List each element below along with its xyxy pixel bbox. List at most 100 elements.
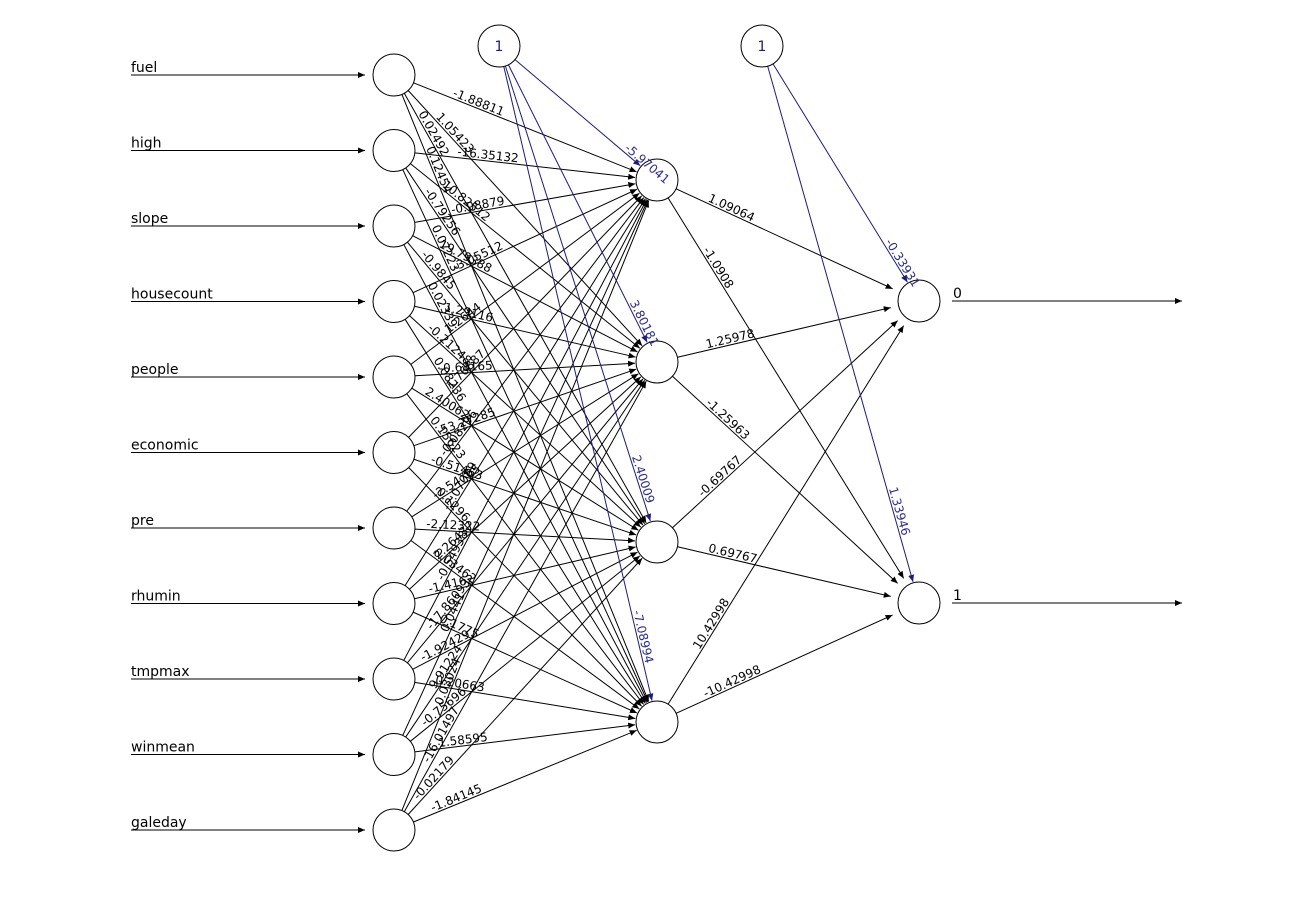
edge-input-hidden [407, 241, 644, 526]
edge-input-hidden [412, 551, 638, 670]
edge-input-hidden [404, 198, 646, 586]
edge-input-hidden [413, 368, 637, 447]
bias-node [740, 24, 784, 68]
input-label-high: high [131, 136, 162, 152]
edge-input-hidden [401, 200, 650, 811]
edge-input-hidden [404, 319, 646, 704]
input-node [372, 808, 416, 852]
edge-input-hidden [407, 378, 644, 664]
edge-bias-hidden [514, 59, 641, 167]
edge-input-hidden [408, 467, 642, 707]
weight-label: 1.25978 [704, 326, 756, 351]
input-label-housecount: housecount [131, 287, 213, 303]
weight-label: -0.69767 [695, 453, 744, 500]
weight-label: -10.42998 [701, 662, 763, 700]
bias-weight-label: 3.80181 [627, 298, 662, 349]
edge-input-hidden [409, 315, 642, 528]
input-node [372, 506, 416, 550]
edge-hidden-output [675, 614, 893, 714]
weight-label: 10.42998 [690, 596, 732, 652]
edge-input-hidden [414, 360, 636, 377]
edge-input-hidden [414, 152, 636, 180]
edge-input-hidden [408, 195, 643, 438]
output-label-1: 1 [953, 588, 962, 604]
edge-input-hidden [412, 188, 638, 294]
input-label-tmpmax: tmpmax [131, 664, 190, 680]
input-label-fuel: fuel [131, 60, 157, 76]
edge-input-hidden [405, 379, 646, 738]
input-node [372, 431, 416, 474]
input-label-winmean: winmean [131, 740, 195, 756]
weight-label: 1.58595 [437, 730, 488, 750]
edge-input-hidden [414, 722, 636, 753]
edge-input-hidden [410, 555, 641, 742]
weight-label: 1.09064 [706, 191, 757, 225]
bias-weight-label: -7.08994 [630, 609, 656, 665]
labels-layer: fuelhighslopehousecountpeopleeconomicpre… [131, 39, 962, 831]
input-node [372, 280, 416, 323]
edge-input-hidden [413, 458, 637, 536]
edge-bias-hidden [507, 64, 648, 343]
edge-hidden-output [667, 197, 905, 579]
weight-label: 0.69767 [707, 541, 759, 566]
edge-input-hidden [410, 192, 640, 365]
bias-node [477, 24, 521, 68]
edge-input-hidden [412, 235, 638, 353]
bias-weight-label: 1.33946 [886, 485, 913, 537]
edge-input-hidden [414, 182, 636, 223]
weight-label: -2.12322 [426, 517, 481, 534]
input-label-people: people [131, 362, 178, 378]
edges-layer [131, 59, 1182, 833]
weight-label: -16.35132 [457, 145, 520, 166]
input-node [372, 355, 416, 399]
input-node [372, 53, 416, 97]
bias-weight-label: -0.33931 [882, 236, 922, 289]
edge-input-hidden [403, 244, 648, 703]
input-label-pre: pre [131, 513, 154, 529]
bias-node-label: 1 [758, 39, 767, 55]
hidden-node [635, 700, 679, 744]
output-label-0: 0 [953, 286, 962, 302]
bias-node-label: 1 [495, 39, 504, 55]
edge-bias-hidden [503, 66, 654, 701]
edge-hidden-output [672, 375, 898, 584]
weight-label: -1.88811 [451, 86, 506, 119]
edge-input-hidden [403, 380, 647, 812]
edge-hidden-output [667, 325, 905, 705]
input-node [372, 657, 416, 701]
input-label-economic: economic [131, 438, 199, 454]
weight-label: -0.68165 [438, 358, 493, 375]
edge-input-hidden [410, 540, 640, 710]
hidden-node [635, 158, 679, 202]
edge-input-hidden [401, 94, 650, 702]
input-node [372, 129, 416, 172]
edge-hidden-output [672, 320, 898, 529]
edge-input-hidden [412, 611, 638, 714]
edge-input-hidden [414, 305, 636, 359]
edge-input-hidden [402, 169, 649, 703]
nodes-layer [372, 24, 941, 852]
edge-bias-output [767, 66, 915, 582]
output-node [897, 279, 941, 323]
input-label-rhumin: rhumin [131, 589, 181, 605]
edge-input-hidden [414, 528, 636, 544]
edge-bias-hidden [504, 65, 652, 522]
edge-input-hidden [403, 199, 648, 661]
weight-label: -1.0908 [700, 244, 736, 291]
edge-input-hidden [406, 393, 645, 705]
input-label-galeday: galeday [131, 815, 187, 831]
output-node [897, 581, 941, 625]
edge-input-hidden [413, 729, 637, 823]
bias-weight-label: 2.40009 [629, 453, 657, 505]
edge-input-hidden [405, 167, 646, 525]
edge-input-hidden [407, 557, 643, 815]
edge-input-hidden [409, 376, 642, 590]
edge-hidden-output [675, 188, 893, 290]
edge-input-hidden [406, 197, 645, 512]
edge-input-hidden [407, 90, 643, 347]
edge-input-hidden [411, 387, 639, 531]
edge-input-hidden [411, 373, 639, 518]
input-node [372, 733, 416, 776]
input-node [372, 582, 416, 625]
